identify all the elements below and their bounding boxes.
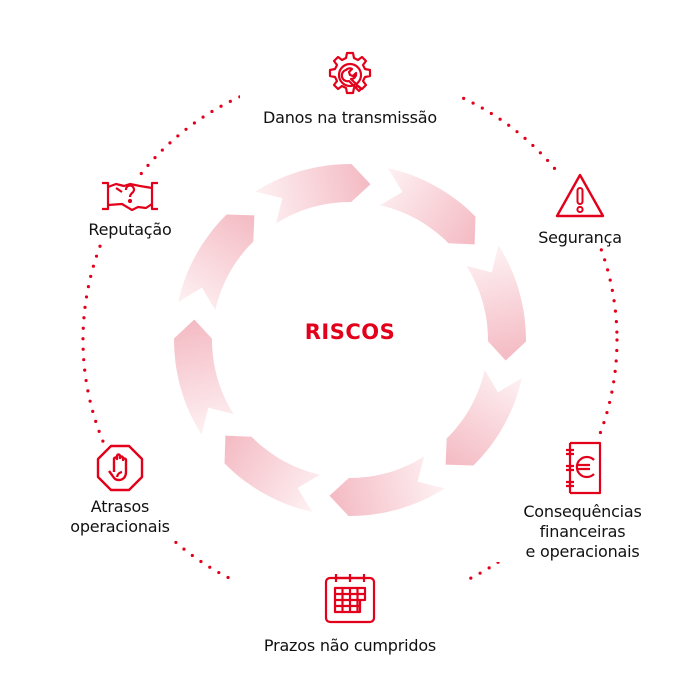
node-label-group: Atrasos operacionais bbox=[55, 497, 185, 537]
node-label-group: Consequências financeiras e operacionais bbox=[495, 502, 670, 562]
ring-arrow-segment bbox=[174, 319, 234, 435]
ring-arrow-segment bbox=[255, 164, 371, 224]
node-atrasos-operacionais: Atrasos operacionais bbox=[55, 443, 185, 537]
node-label: Prazos não cumpridos bbox=[263, 636, 437, 655]
node-label: Atrasos bbox=[90, 497, 150, 516]
node-label: Segurança bbox=[538, 228, 622, 247]
ring-arrow-segment bbox=[379, 168, 476, 245]
node-label: financeiras bbox=[539, 522, 626, 541]
warning-triangle-icon bbox=[555, 173, 605, 218]
euro-notebook-icon bbox=[565, 441, 601, 495]
handshake-question-icon bbox=[102, 181, 158, 212]
ring-arrow-segment bbox=[466, 245, 526, 361]
calendar-icon bbox=[324, 574, 376, 624]
node-seguranca: Segurança bbox=[515, 172, 645, 248]
node-danos-na-transmissao: Danos na transmissão bbox=[240, 50, 460, 128]
node-consequencias: Consequências financeiras e operacionais bbox=[495, 440, 670, 562]
arrow-ring bbox=[174, 164, 526, 516]
node-reputacao: Reputação bbox=[65, 178, 195, 240]
node-prazos-nao-cumpridos: Prazos não cumpridos bbox=[235, 572, 465, 656]
center-title: RISCOS bbox=[304, 320, 396, 344]
node-label: Danos na transmissão bbox=[263, 108, 437, 127]
node-label: operacionais bbox=[70, 517, 170, 536]
stop-hand-icon bbox=[96, 444, 144, 492]
node-label: Consequências bbox=[523, 502, 642, 521]
ring-arrow-segment bbox=[445, 369, 522, 466]
node-label: Reputação bbox=[88, 220, 172, 239]
ring-arrow-segment bbox=[224, 435, 321, 512]
ring-arrow-segment bbox=[329, 456, 445, 516]
gear-wrench-icon bbox=[328, 51, 372, 95]
node-label: e operacionais bbox=[525, 542, 640, 561]
ring-arrow-segment bbox=[178, 214, 255, 311]
